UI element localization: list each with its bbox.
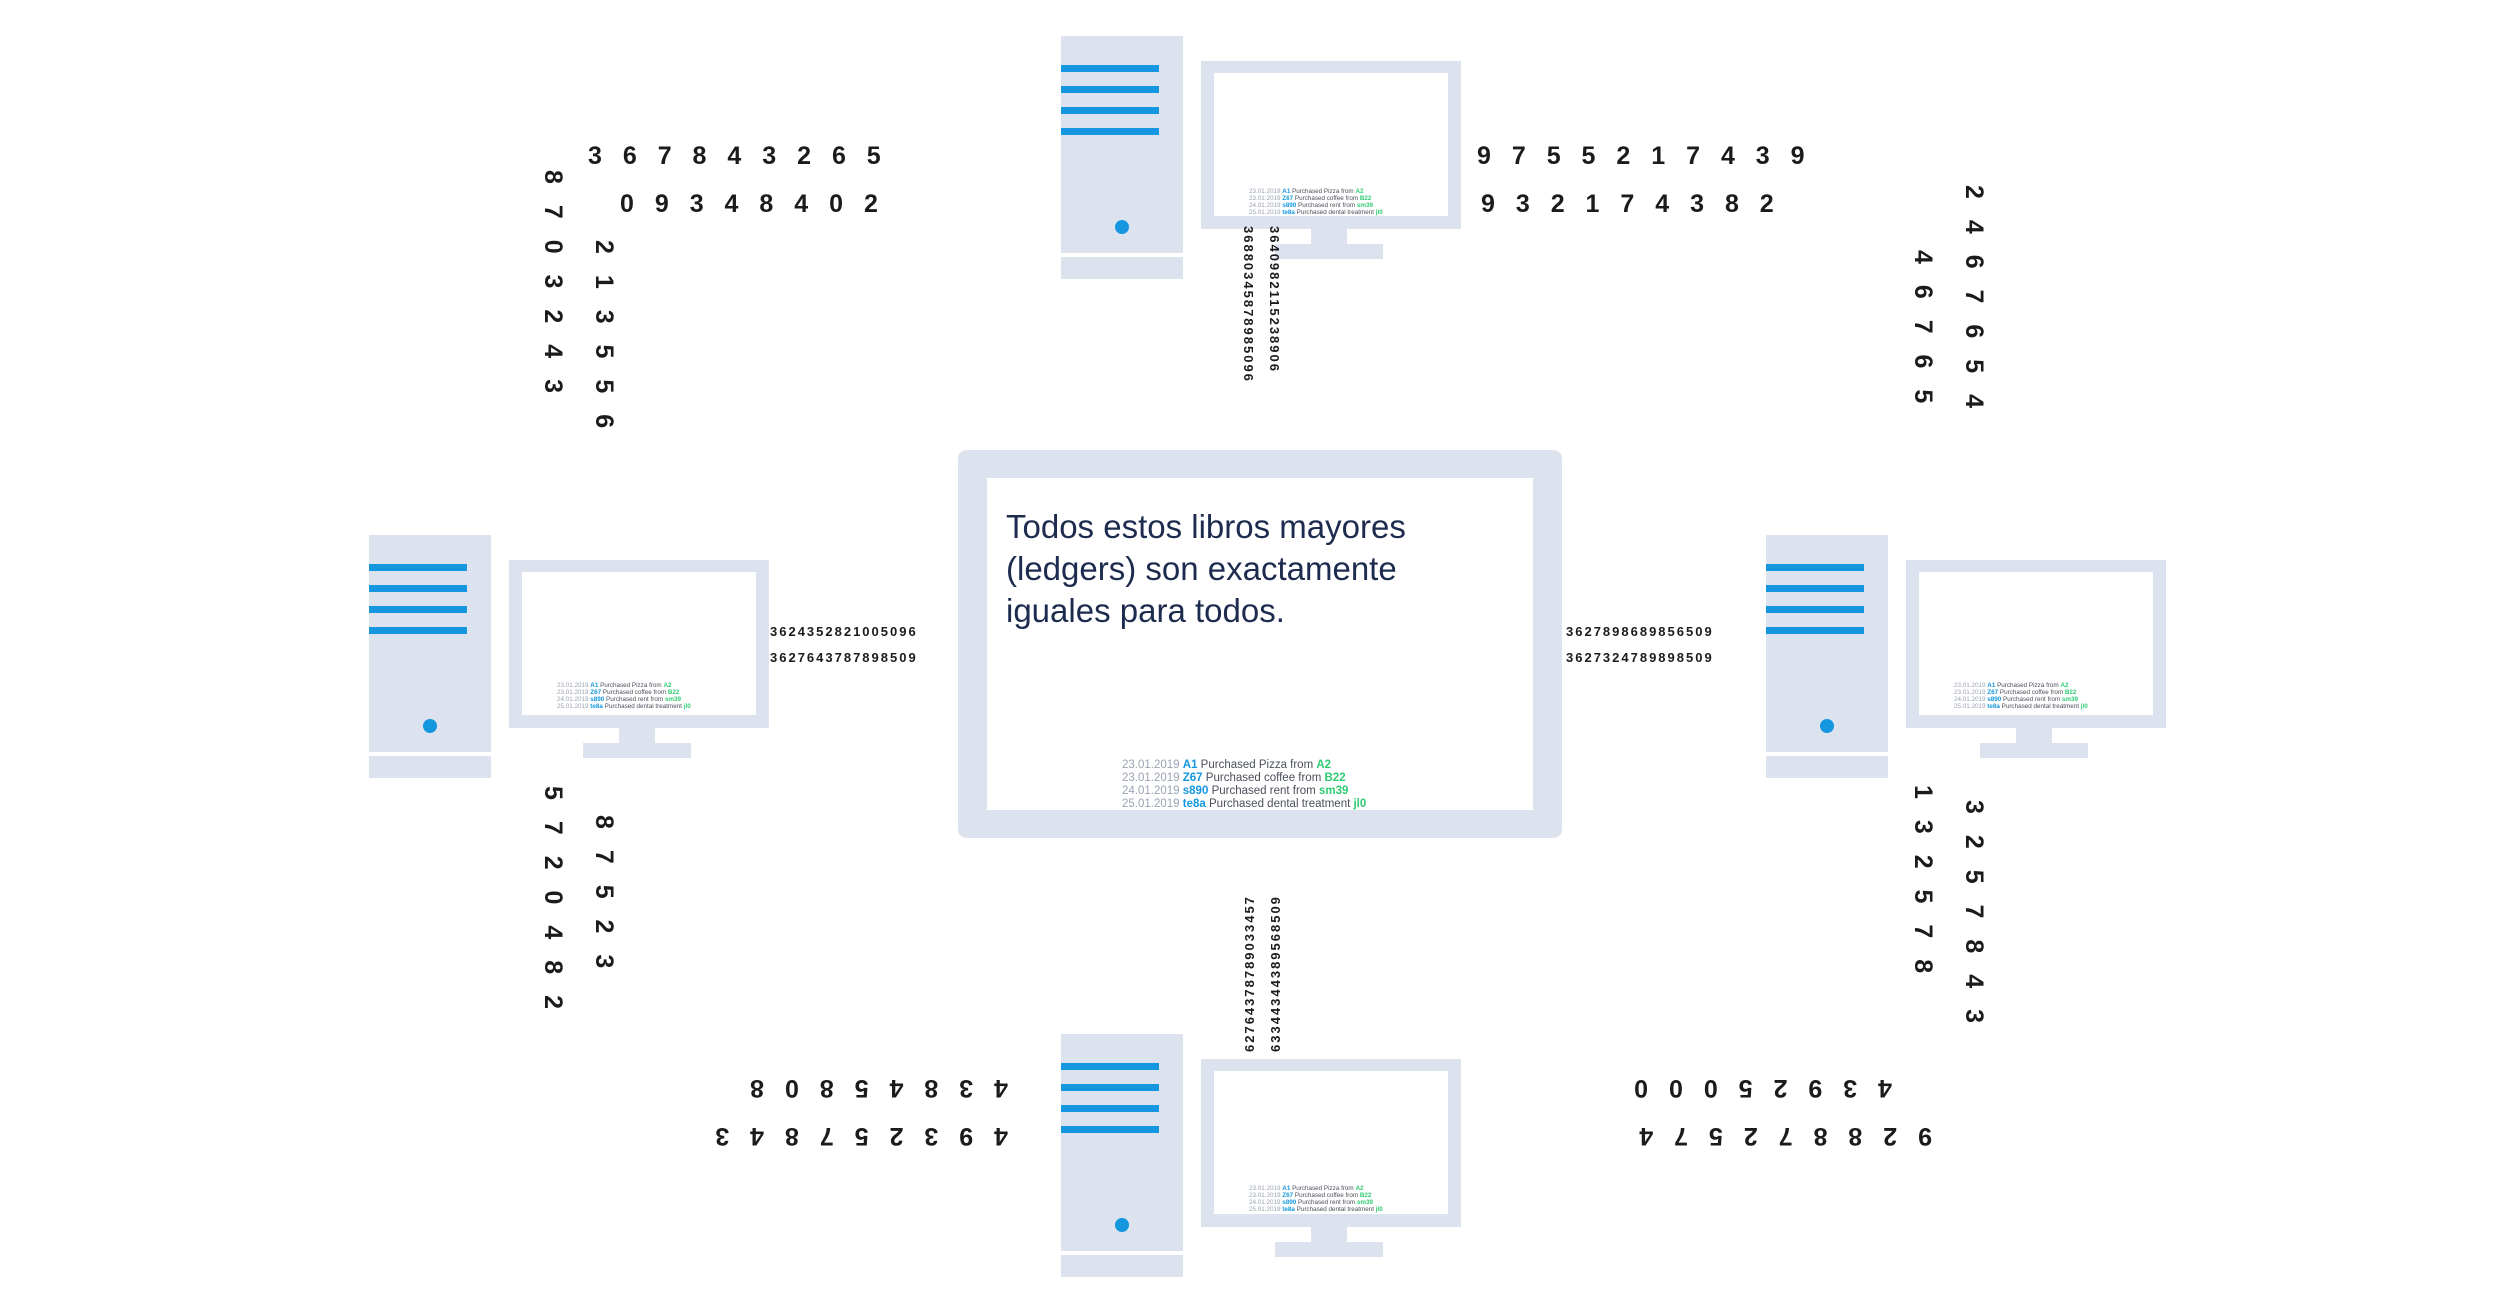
stream-right-bottom-b: 1 3 2 5 7 8 — [1909, 785, 1937, 980]
central-screen — [987, 478, 1533, 810]
stream-left-bottom-b: 8 7 5 2 3 — [590, 815, 618, 975]
stream-left-top-a: 8 7 0 3 2 4 3 — [539, 170, 567, 400]
central-monitor: Todos estos libros mayores (ledgers) son… — [958, 450, 1562, 838]
server-tower-icon — [1766, 535, 1888, 778]
monitor-icon: 23.01.2019 A1 Purchased Pizza from A2 23… — [1201, 1059, 1461, 1257]
digit-streams: 3 6 7 8 4 3 2 6 5 0 9 3 4 8 4 0 2 9 7 5 … — [539, 142, 1988, 1150]
stream-bottom-left-b: 4 9 3 2 5 7 8 4 3 — [708, 1122, 1008, 1150]
svg-text:24.01.2019 s890 Purchased rent: 24.01.2019 s890 Purchased rent from sm39 — [557, 696, 681, 703]
ledger-row: 24.01.2019 s890 Purchased rent from sm39 — [1122, 785, 1348, 797]
mini-ledger: 23.01.2019 A1 Purchased Pizza from A2 23… — [1249, 1185, 1383, 1213]
ledger-row: 23.01.2019 A1 Purchased Pizza from A2 — [1122, 759, 1331, 771]
svg-text:24.01.2019 s890 Purchased rent: 24.01.2019 s890 Purchased rent from sm39 — [1954, 696, 2078, 703]
stream-right-top-a: 2 4 6 7 6 5 4 — [1960, 185, 1988, 415]
mini-ledger: 23.01.2019 A1 Purchased Pizza from A2 23… — [1249, 188, 1383, 216]
stream-left-bottom-a: 5 7 2 0 4 8 2 — [539, 786, 567, 1016]
svg-text:24.01.2019 s890 Purchased rent: 24.01.2019 s890 Purchased rent from sm39 — [1249, 1199, 1373, 1206]
monitor-icon: 23.01.2019 A1 Purchased Pizza from A2 23… — [1201, 61, 1461, 259]
node-bottom: 23.01.2019 A1 Purchased Pizza from A2 23… — [1061, 1034, 1461, 1277]
stream-bottom-right-a: 4 3 9 2 5 0 0 0 — [1627, 1074, 1892, 1102]
svg-text:23.01.2019 A1 Purchased Pizza: 23.01.2019 A1 Purchased Pizza from A2 — [557, 682, 672, 689]
svg-text:23.01.2019 A1 Purchased Pizza: 23.01.2019 A1 Purchased Pizza from A2 — [1954, 682, 2069, 689]
link-top-b: 3640982115238906 — [1267, 226, 1282, 373]
link-bottom-b: 63344344389568509 — [1268, 895, 1283, 1052]
svg-text:24.01.2019 s890 Purchased rent: 24.01.2019 s890 Purchased rent from sm39 — [1249, 202, 1373, 209]
svg-text:23.01.2019 Z67 Purchased coffe: 23.01.2019 Z67 Purchased coffee from B22 — [1249, 195, 1372, 202]
stream-right-top-b: 4 6 7 6 5 — [1909, 250, 1937, 410]
link-right-a: 3627898689856509 — [1566, 624, 1714, 639]
stream-top-left-b: 0 9 3 4 8 4 0 2 — [620, 190, 885, 218]
central-message-line-2: (ledgers) son exactamente — [1006, 550, 1397, 587]
monitor-icon: 23.01.2019 A1 Purchased Pizza from A2 23… — [1906, 560, 2166, 758]
server-tower-icon — [369, 535, 491, 778]
svg-text:25.01.2019 te8a Purchased dent: 25.01.2019 te8a Purchased dental treatme… — [1249, 209, 1383, 216]
server-tower-icon — [1061, 36, 1183, 279]
stream-top-left-a: 3 6 7 8 4 3 2 6 5 — [588, 142, 888, 170]
monitor-icon: 23.01.2019 A1 Purchased Pizza from A2 23… — [509, 560, 769, 758]
svg-text:25.01.2019 te8a Purchased dent: 25.01.2019 te8a Purchased dental treatme… — [1249, 1206, 1383, 1213]
link-streams: 3624352821005096 3627643787898509 362789… — [770, 226, 1714, 1052]
central-message-line-1: Todos estos libros mayores — [1006, 508, 1406, 545]
link-left-a: 3624352821005096 — [770, 624, 918, 639]
central-ledger: 23.01.2019 A1 Purchased Pizza from A2 23… — [1122, 759, 1366, 810]
central-message-line-3: iguales para todos. — [1006, 592, 1285, 629]
mini-ledger: 23.01.2019 A1 Purchased Pizza from A2 23… — [557, 682, 691, 710]
link-top-a: 36880345878985096 — [1241, 226, 1256, 383]
svg-text:23.01.2019 A1 Purchased Pizza: 23.01.2019 A1 Purchased Pizza from A2 — [1249, 1185, 1364, 1192]
stream-right-bottom-a: 3 2 5 7 8 4 3 — [1960, 800, 1988, 1030]
node-left: 23.01.2019 A1 Purchased Pizza from A2 23… — [369, 535, 769, 778]
stream-bottom-right-b: 9 2 8 8 7 2 5 7 4 — [1632, 1122, 1932, 1150]
link-left-b: 3627643787898509 — [770, 650, 918, 665]
stream-top-right-a: 9 7 5 5 2 1 7 4 3 9 — [1477, 142, 1812, 170]
stream-top-right-b: 9 3 2 1 7 4 3 8 2 — [1481, 190, 1781, 218]
svg-text:23.01.2019 A1 Purchased Pizza: 23.01.2019 A1 Purchased Pizza from A2 — [1249, 188, 1364, 195]
node-top: 23.01.2019 A1 Purchased Pizza from A2 23… — [1061, 36, 1461, 279]
svg-text:23.01.2019 Z67 Purchased coffe: 23.01.2019 Z67 Purchased coffee from B22 — [557, 689, 680, 696]
stream-left-top-b: 2 1 3 5 5 6 — [590, 240, 618, 435]
server-tower-icon — [1061, 1034, 1183, 1277]
svg-text:25.01.2019 te8a Purchased dent: 25.01.2019 te8a Purchased dental treatme… — [1954, 703, 2088, 710]
link-bottom-a: 62764378789033457 — [1242, 895, 1257, 1052]
ledger-row: 25.01.2019 te8a Purchased dental treatme… — [1122, 798, 1366, 810]
svg-text:23.01.2019 Z67 Purchased coffe: 23.01.2019 Z67 Purchased coffee from B22 — [1954, 689, 2077, 696]
svg-text:25.01.2019 te8a Purchased dent: 25.01.2019 te8a Purchased dental treatme… — [557, 703, 691, 710]
svg-text:23.01.2019 Z67 Purchased coffe: 23.01.2019 Z67 Purchased coffee from B22 — [1249, 1192, 1372, 1199]
stream-bottom-left-a: 4 3 8 4 5 8 0 8 — [743, 1074, 1008, 1102]
node-right: 23.01.2019 A1 Purchased Pizza from A2 23… — [1766, 535, 2166, 778]
mini-ledger: 23.01.2019 A1 Purchased Pizza from A2 23… — [1954, 682, 2088, 710]
link-right-b: 3627324789898509 — [1566, 650, 1714, 665]
ledger-row: 23.01.2019 Z67 Purchased coffee from B22 — [1122, 772, 1346, 784]
